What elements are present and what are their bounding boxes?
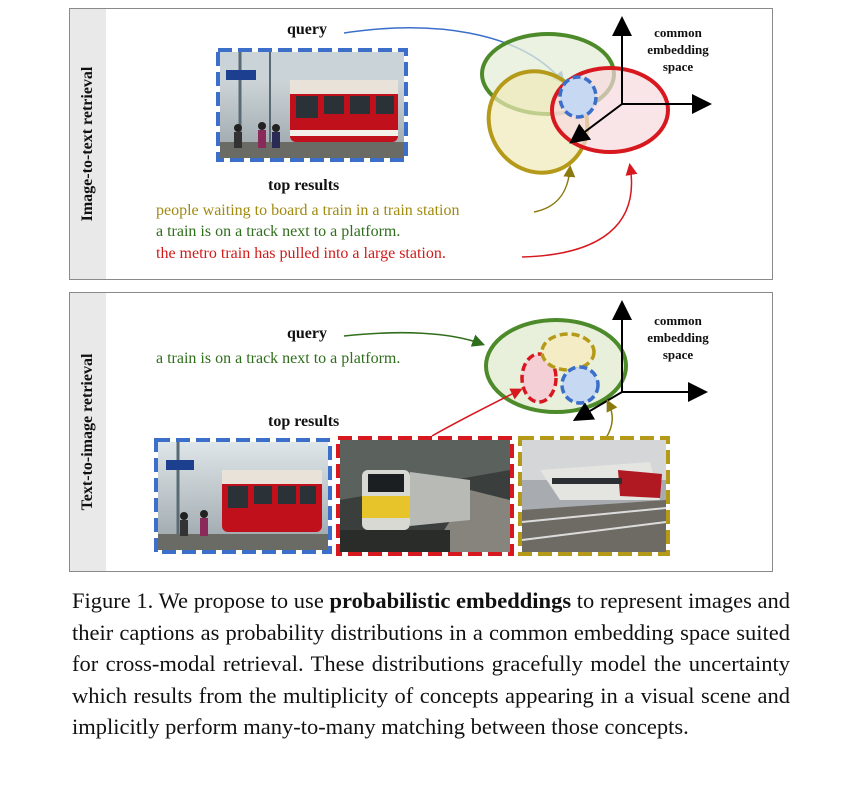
space-label-line: common	[654, 313, 702, 328]
result-image-frame-olive	[518, 436, 670, 556]
top-results-label: top results	[268, 177, 340, 194]
olive-result-arrow	[533, 165, 576, 213]
red-result-arrow	[521, 163, 638, 258]
space-label-line: embedding	[647, 330, 709, 345]
result-train-photo-3	[521, 440, 667, 552]
result-caption-3: the metro train has pulled into a large …	[156, 245, 446, 262]
query-label: query	[287, 325, 327, 342]
query-point-distribution	[558, 75, 598, 119]
space-label-line: space	[662, 347, 694, 362]
image-to-text-panel: Image-to-text retrieval	[69, 8, 773, 280]
embedding-space-label-2: common embedding space	[636, 312, 720, 363]
blue-image-distribution	[560, 365, 600, 405]
olive-image-arrow	[605, 399, 618, 439]
result-train-photo-1	[158, 442, 328, 550]
query-caption: a train is on a track next to a platform…	[156, 350, 401, 367]
query-image-frame	[216, 48, 408, 162]
embedding-space-label-1: common embedding space	[636, 24, 720, 75]
axis-depth	[572, 391, 623, 422]
axis-depth	[569, 103, 623, 144]
panel-side-bar: Image-to-text retrieval	[70, 9, 106, 279]
result-image-frame-blue	[154, 438, 332, 554]
query-train-photo	[220, 52, 404, 158]
result-caption-1: people waiting to board a train in a tra…	[156, 202, 460, 219]
figure-caption: Figure 1. We propose to use probabilisti…	[72, 585, 790, 743]
olive-image-distribution	[540, 332, 596, 372]
result-image-frame-red	[336, 436, 514, 556]
query-label: query	[287, 21, 327, 38]
caption-prefix: Figure 1. We propose to use	[72, 588, 330, 613]
panel-side-bar: Text-to-image retrieval	[70, 293, 106, 571]
caption-body: to represent images and their captions a…	[72, 588, 790, 739]
embedding-space-2	[484, 300, 708, 422]
space-label-line: common	[654, 25, 702, 40]
red-image-arrow	[431, 388, 523, 437]
result-train-photo-2	[340, 440, 510, 552]
red-image-distribution	[520, 352, 558, 404]
space-label-line: embedding	[647, 42, 709, 57]
top-results-label: top results	[268, 413, 340, 430]
embedding-space-1	[480, 16, 712, 175]
caption-bold-term: probabilistic embeddings	[329, 588, 572, 613]
result-caption-2: a train is on a track next to a platform…	[156, 223, 401, 240]
space-label-line: space	[662, 59, 694, 74]
text-query-arrow	[343, 331, 485, 347]
